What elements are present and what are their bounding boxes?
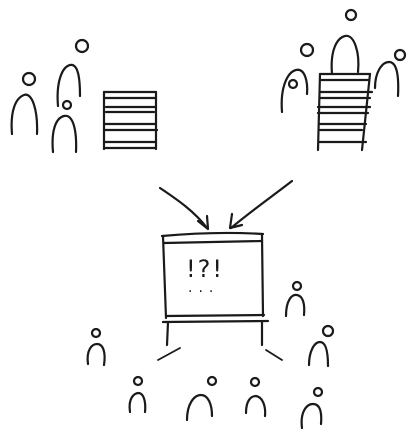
- left-document-stack: [104, 92, 157, 149]
- audience-person-6: [246, 378, 265, 416]
- right-meeting-group: [282, 10, 405, 150]
- audience-person-5: [187, 377, 216, 420]
- board-text: !?!: [186, 255, 224, 283]
- arrows: [160, 181, 292, 229]
- right-document-stack: [318, 74, 372, 150]
- right-arrow: [230, 181, 292, 228]
- left-person-1: [12, 73, 37, 134]
- audience-person-7: [302, 388, 322, 428]
- presentation-board: !?! ...: [162, 233, 268, 345]
- audience-person-4: [130, 377, 146, 412]
- left-arrow: [160, 188, 208, 229]
- left-person-3: [53, 101, 77, 152]
- audience-person-2: [286, 282, 304, 316]
- audience-person-1: [88, 329, 105, 365]
- right-person-3: [289, 80, 297, 88]
- floor-lines: [158, 348, 282, 360]
- audience-person-3: [309, 326, 333, 366]
- board-dots: ...: [188, 280, 219, 296]
- left-meeting-group: [12, 40, 157, 152]
- left-person-2: [58, 40, 88, 106]
- right-person-1: [332, 10, 359, 74]
- audience: [88, 282, 333, 428]
- right-person-4: [375, 50, 405, 96]
- right-person-2: [282, 44, 313, 112]
